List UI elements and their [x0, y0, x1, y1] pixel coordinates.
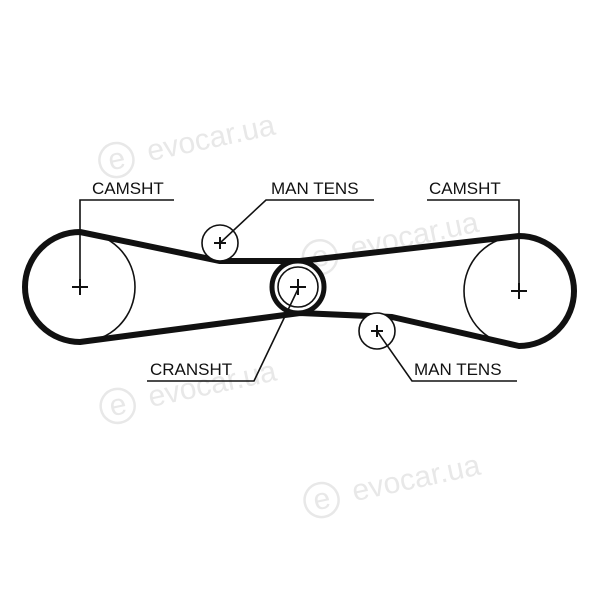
watermark-mark: e [310, 482, 333, 518]
crankshaft-center-icon [290, 279, 306, 295]
watermark-mark: e [106, 387, 129, 423]
leader-camshaft-right [427, 199, 520, 289]
watermark-1: e evocar.ua [98, 109, 278, 179]
watermark-text: evocar.ua [144, 109, 278, 168]
label-man-tens-bottom: MAN TENS [414, 360, 502, 379]
label-camshaft-right: CAMSHT [429, 179, 501, 198]
label-camshaft-left: CAMSHT [92, 179, 164, 198]
label-man-tens-top: MAN TENS [271, 179, 359, 198]
watermark-mark: e [105, 142, 128, 178]
label-cranshaft: CRANSHT [150, 360, 232, 379]
watermark-4: e evocar.ua [303, 449, 484, 519]
leader-camshaft-left [79, 199, 174, 285]
timing-belt [22, 229, 577, 349]
watermark-text: evocar.ua [347, 206, 481, 265]
leader-man-tens-bottom [376, 330, 517, 382]
watermark-text: evocar.ua [349, 449, 483, 508]
leader-cranshaft [147, 288, 299, 382]
leader-man-tens-top [219, 199, 374, 244]
